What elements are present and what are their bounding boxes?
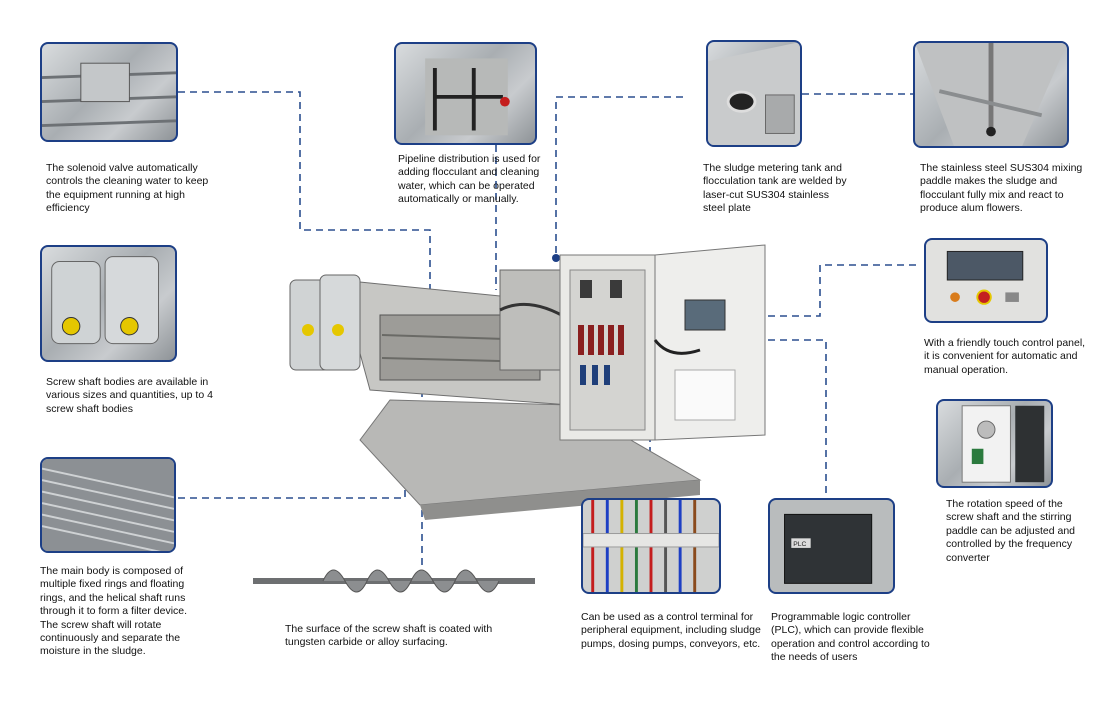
control-terminal-photo [581, 498, 721, 594]
main-body-photo [40, 457, 176, 553]
mixing-paddle-photo [913, 41, 1069, 148]
screw-bodies-caption: Screw shaft bodies are available in vari… [46, 376, 213, 415]
metering-tank-photo [706, 40, 802, 147]
frequency-converter-caption: The rotation speed of the screw shaft an… [946, 498, 1076, 564]
plc-photo: PLC [768, 498, 895, 594]
plc-tag-label: PLC [793, 541, 806, 548]
screw-shaft-illustration [253, 569, 535, 593]
main-body-caption: The main body is composed of multiple fi… [40, 565, 188, 658]
mixing-paddle-caption: The stainless steel SUS304 mixing paddle… [920, 162, 1083, 215]
metering-tank-caption: The sludge metering tank and flocculatio… [703, 162, 847, 215]
touch-panel-caption: With a friendly touch control panel, it … [924, 337, 1086, 376]
control-terminal-caption: Can be used as a control terminal for pe… [581, 611, 761, 650]
screw-press-machine-illustration [289, 244, 766, 520]
plc-caption: Programmable logic controller (PLC), whi… [771, 611, 930, 664]
frequency-converter-photo [936, 399, 1053, 488]
screw-surface-caption: The surface of the screw shaft is coated… [285, 623, 493, 649]
pipeline-photo [394, 42, 537, 145]
touch-panel-photo [924, 238, 1048, 323]
pipeline-caption: Pipeline distribution is used for adding… [398, 153, 541, 206]
solenoid-valve-photo [40, 42, 178, 142]
solenoid-valve-caption: The solenoid valve automatically control… [46, 162, 209, 215]
screw-bodies-photo [40, 245, 177, 362]
